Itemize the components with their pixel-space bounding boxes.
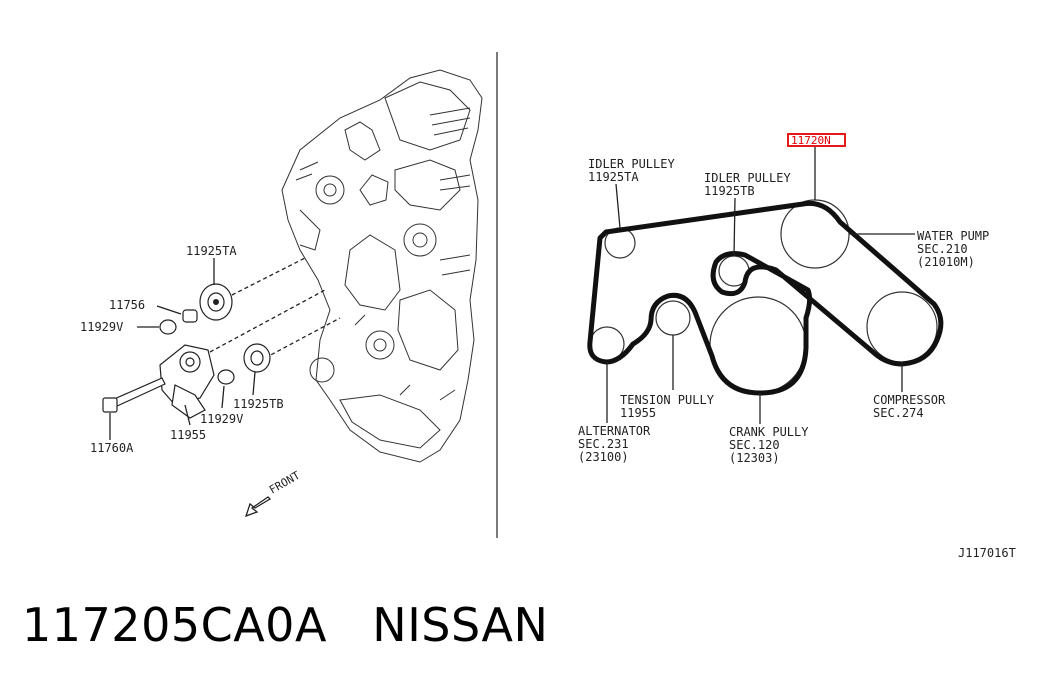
water-pump-num-label: (21010M) [917, 255, 975, 269]
leader-line [156, 305, 182, 315]
compressor-name-label: COMPRESSOR [873, 393, 946, 407]
leader-line [184, 404, 191, 426]
alternator-sec-label: SEC.231 [578, 437, 629, 451]
tension-name-label: TENSION PULLY [620, 393, 715, 407]
tension-pulley [655, 300, 691, 336]
leader-line [252, 371, 256, 396]
label-11925tb: 11925TB [233, 397, 284, 411]
leader-line [221, 385, 225, 409]
brand-name: NISSAN [372, 598, 549, 652]
idler-tb-num-label: 11925TB [704, 184, 755, 198]
label-11756: 11756 [109, 298, 145, 312]
leader-line [615, 183, 621, 229]
alternator-name-label: ALTERNATOR [578, 424, 651, 438]
water-pump-name-label: WATER PUMP [917, 229, 989, 243]
label-11929v-top: 11929V [80, 320, 123, 334]
front-label: FRONT [267, 469, 303, 497]
alternator-num-label: (23100) [578, 450, 629, 464]
part-number: 117205CA0A [22, 598, 327, 652]
tension-num-label: 11955 [620, 406, 656, 420]
label-11955: 11955 [170, 428, 206, 442]
idler-ta-num-label: 11925TA [588, 170, 639, 184]
mount-line [264, 317, 341, 359]
part-11929v-top [159, 319, 177, 335]
crank-num-label: (12303) [729, 451, 780, 465]
idler-tb-name-label: IDLER PULLEY [704, 171, 791, 185]
drive-belt [587, 200, 944, 396]
highlight-part-label[interactable]: 11720N [791, 134, 831, 147]
compressor-sec-label: SEC.274 [873, 406, 924, 420]
part-title: 117205CA0A NISSAN [22, 598, 548, 652]
crank-name-label: CRANK PULLY [729, 425, 809, 439]
idler-pulley-tb-part [243, 343, 271, 373]
label-11760a: 11760A [90, 441, 134, 455]
label-11925ta: 11925TA [186, 244, 237, 258]
mount-line [231, 257, 306, 296]
highlight-box [787, 133, 846, 147]
bolt-11760a [102, 377, 166, 413]
mount-line [209, 289, 326, 353]
idler-ta-name-label: IDLER PULLEY [588, 157, 675, 171]
crank-sec-label: SEC.120 [729, 438, 780, 452]
tensioner-part-11955 [159, 344, 215, 419]
part-11756 [182, 309, 198, 323]
engine-illustration [281, 69, 483, 463]
water-pump-sec-label: SEC.210 [917, 242, 968, 256]
label-11929v-bottom: 11929V [200, 412, 243, 426]
front-arrow-icon [244, 496, 272, 518]
diagram-code: J117016T [958, 546, 1016, 560]
part-11929v-bottom [217, 369, 235, 385]
water-pump-pulley [780, 199, 850, 269]
leader-line [733, 197, 736, 257]
idler-pulley-ta-part [199, 283, 233, 321]
